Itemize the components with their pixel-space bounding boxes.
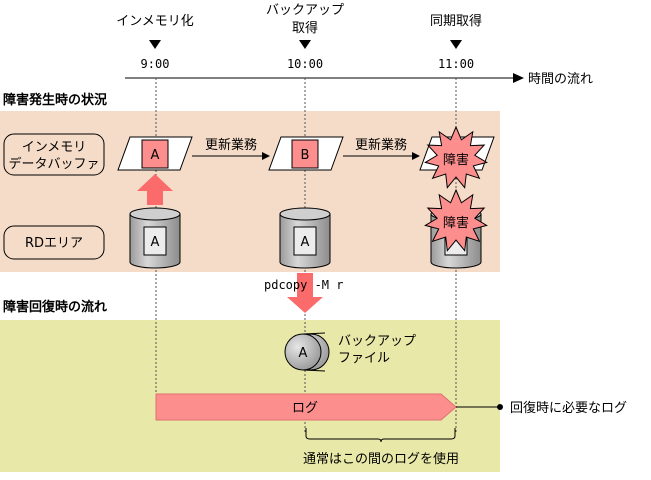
event-marker-9 xyxy=(149,40,161,49)
rd-area-label-box xyxy=(3,225,105,260)
time-label-9: 9:00 xyxy=(141,57,170,71)
backup-file-reel-icon: A xyxy=(284,332,330,372)
update-label-2: 更新業務 xyxy=(355,137,407,153)
event-marker-11 xyxy=(450,40,462,49)
backup-file-label-line1: バックアップ xyxy=(338,334,416,349)
update-arrowhead-1 xyxy=(262,152,270,160)
time-label-11: 11:00 xyxy=(438,57,474,71)
fault-label-buffer: 障害 xyxy=(443,152,469,168)
in-memory-label-line1: インメモリ xyxy=(22,140,87,155)
event-label-backup-line1: バックアップ xyxy=(266,3,344,18)
usual-range-brace xyxy=(305,428,456,443)
update-arrowhead-2 xyxy=(412,152,420,160)
event-marker-10 xyxy=(299,40,311,49)
in-memory-label-box xyxy=(3,133,105,176)
rd-disk-9: A xyxy=(129,207,181,269)
buffer-cell-10 xyxy=(291,139,319,169)
log-note: 回復時に必要なログ xyxy=(510,400,627,416)
log-band xyxy=(155,393,457,421)
backup-file-value: A xyxy=(299,346,308,361)
buffer-cell-9 xyxy=(141,139,169,169)
timeline-label: 時間の流れ xyxy=(528,72,593,87)
rd-disk-10: A xyxy=(279,207,331,269)
failure-section-bg xyxy=(0,111,500,272)
event-label-inmemory: インメモリ化 xyxy=(116,14,194,29)
disk-value-10: A xyxy=(301,235,310,250)
update-label-1: 更新業務 xyxy=(205,137,257,153)
backup-arrow-down xyxy=(287,273,323,313)
usual-range-label: 通常はこの間のログを使用 xyxy=(303,451,459,467)
log-label: ログ xyxy=(292,401,318,416)
recovery-section-title: 障害回復時の流れ xyxy=(3,299,107,315)
backup-command: pdcopy -M r xyxy=(264,278,343,292)
log-note-dot xyxy=(497,404,503,410)
fault-burst-disk: 障害 xyxy=(424,188,488,252)
buffer-value-9: A xyxy=(151,148,160,163)
fault-label-disk: 障害 xyxy=(443,215,469,231)
disk-value-9: A xyxy=(151,235,160,250)
fault-burst-buffer: 障害 xyxy=(424,125,488,189)
time-label-10: 10:00 xyxy=(287,57,323,71)
backup-file-label-line2: ファイル xyxy=(338,351,390,366)
rd-area-label: RDエリア xyxy=(25,236,83,251)
event-label-sync: 同期取得 xyxy=(430,13,482,29)
failure-section-title: 障害発生時の状況 xyxy=(3,92,107,108)
in-memory-label-line2: データバッファ xyxy=(8,156,99,172)
timeline-arrowhead xyxy=(513,73,524,83)
buffer-value-10: B xyxy=(301,148,310,163)
event-label-backup-line2: 取得 xyxy=(292,20,318,36)
load-arrow-up xyxy=(137,174,173,205)
